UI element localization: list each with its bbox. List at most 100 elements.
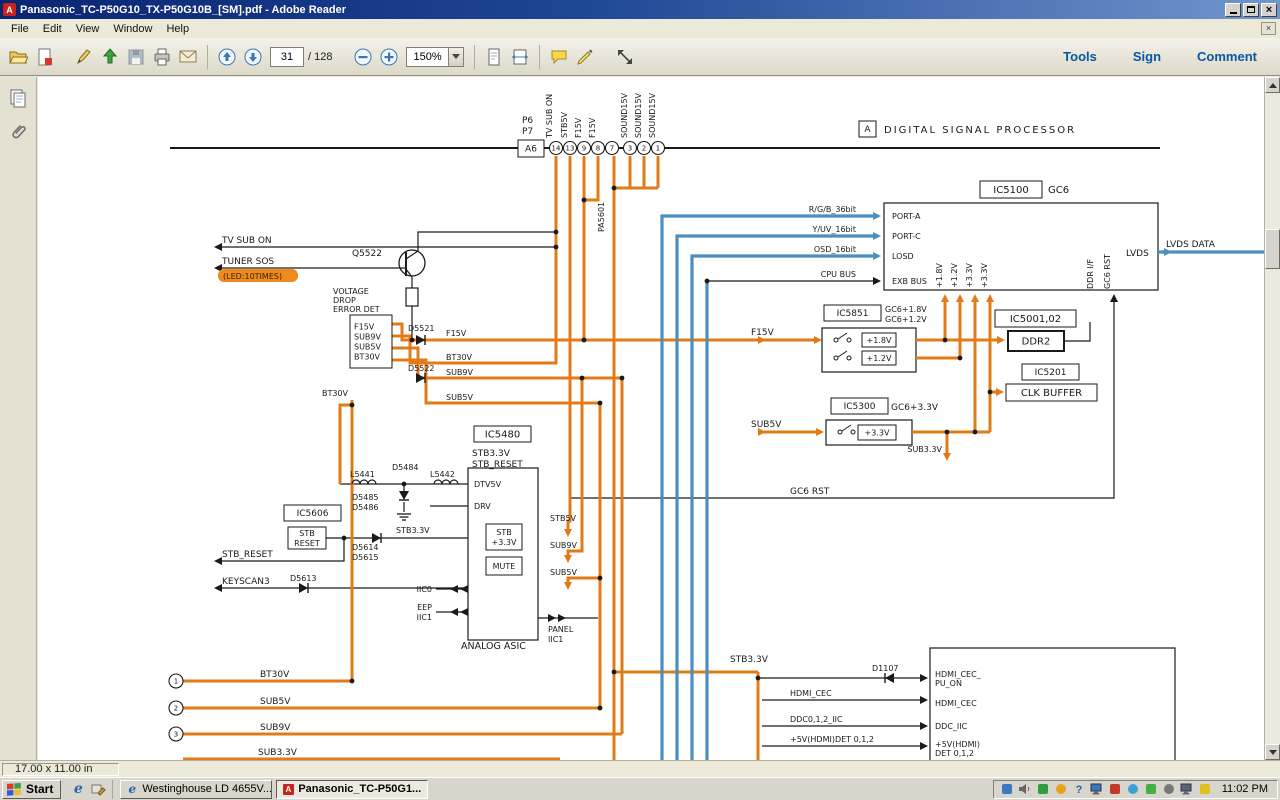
create-pdf-button[interactable] [31,43,57,71]
svg-text:2: 2 [642,145,646,153]
taskbar-tasks: eWestinghouse LD 4655V...APanasonic_TC-P… [120,780,428,799]
open-file-button[interactable] [5,43,31,71]
adobe-reader-icon: A [3,3,16,16]
menu-file[interactable]: File [4,21,36,37]
zoom-out-button[interactable] [350,43,376,71]
svg-text:IC5300: IC5300 [844,402,876,412]
tray-sync-icon[interactable] [1125,781,1141,797]
tray-update-icon[interactable] [1053,781,1069,797]
svg-text:IIC1: IIC1 [548,635,563,644]
taskbar-task-inactive[interactable]: eWestinghouse LD 4655V... [120,780,272,799]
menu-bar: FileEditViewWindowHelp × [0,19,1280,38]
tray-messenger-icon[interactable] [1143,781,1159,797]
email-button[interactable] [175,43,201,71]
menu-edit[interactable]: Edit [36,21,69,37]
svg-text:STB3.3V: STB3.3V [730,655,769,665]
tray-firewall-icon[interactable] [1107,781,1123,797]
page-width-button[interactable] [507,43,533,71]
svg-text:Q5522: Q5522 [352,249,382,259]
highlight-text-button[interactable] [572,43,598,71]
svg-text:P7: P7 [522,127,533,137]
previous-page-button[interactable] [214,43,240,71]
svg-text:8: 8 [596,145,600,153]
restore-icon [1247,6,1255,13]
svg-text:SUB5V: SUB5V [550,568,578,577]
toolbar-separator [474,45,475,69]
svg-text:GC6 RST: GC6 RST [790,487,830,497]
tray-network-icon[interactable] [1089,781,1105,797]
status-bar: 17.00 x 11.00 in [0,760,1280,777]
svg-text:DIGITAL SIGNAL PROCESSOR: DIGITAL SIGNAL PROCESSOR [884,125,1076,136]
svg-text:1: 1 [656,145,660,153]
sign-pen-button[interactable] [71,43,97,71]
svg-text:GC6+3.3V: GC6+3.3V [891,403,939,413]
toolbar-tools-button[interactable]: Tools [1063,49,1097,64]
zoom-in-button[interactable] [376,43,402,71]
svg-text:BT30V: BT30V [446,353,473,362]
fullscreen-button[interactable] [612,43,638,71]
menu-window[interactable]: Window [106,21,159,37]
quicklaunch-show-desktop-button[interactable] [89,780,107,798]
task-label: Panasonic_TC-P50G1... [298,783,421,795]
tray-display-icon[interactable] [1179,781,1195,797]
scrollbar-thumb[interactable] [1265,229,1280,269]
save-button[interactable] [123,43,149,71]
highlight-text-icon [575,47,595,67]
start-button[interactable]: Start [2,780,61,799]
tray-power-icon[interactable] [1197,781,1213,797]
svg-text:LVDS: LVDS [1126,249,1149,259]
svg-text:GC6+1.8V: GC6+1.8V [885,305,927,314]
svg-text:PA5601: PA5601 [597,202,606,232]
quick-launch: e [64,780,113,799]
tray-graphics-icon[interactable] [999,781,1015,797]
create-pdf-icon [34,47,54,67]
svg-text:SOUND15V: SOUND15V [620,92,629,138]
minimize-button[interactable] [1225,3,1241,17]
pdf-canvas[interactable]: A6AIC5100IC5851IC5001,02IC5201IC5300IC54… [38,77,1264,760]
restore-button[interactable] [1243,3,1259,17]
svg-text:LVDS DATA: LVDS DATA [1166,240,1216,250]
taskbar-task-active[interactable]: APanasonic_TC-P50G1... [276,780,428,799]
attachments-button[interactable] [5,118,32,145]
toolbar-sign-button[interactable]: Sign [1133,49,1161,64]
document-close-button[interactable]: × [1261,22,1276,35]
toolbar-comment-button[interactable]: Comment [1197,49,1257,64]
quicklaunch-show-desktop-icon [90,781,106,797]
quicklaunch-ie-button[interactable]: e [69,780,87,798]
svg-text:HDMI_CEC_: HDMI_CEC_ [935,670,982,679]
print-button[interactable] [149,43,175,71]
comment-bubble-button[interactable] [546,43,572,71]
toolbar-separator [207,45,208,69]
page-number-input[interactable] [270,47,304,67]
svg-text:9: 9 [582,145,586,153]
zoom-select[interactable]: 150% [406,47,463,67]
page-fit-button[interactable] [481,43,507,71]
zoom-dropdown-button[interactable] [448,48,463,66]
tray-volume-icon[interactable] [1017,781,1033,797]
menu-help[interactable]: Help [159,21,196,37]
next-page-button[interactable] [240,43,266,71]
tray-scheduler-icon[interactable] [1161,781,1177,797]
svg-text:SOUND15V: SOUND15V [634,92,643,138]
svg-text:EXB BUS: EXB BUS [892,277,927,286]
share-icon [100,47,120,67]
share-button[interactable] [97,43,123,71]
svg-text:IC5100: IC5100 [993,185,1028,196]
sign-pen-icon [74,47,94,67]
svg-text:SUB9V: SUB9V [260,723,291,733]
svg-text:DDR2: DDR2 [1022,337,1051,348]
tray-help-icon[interactable]: ? [1071,781,1087,797]
svg-text:+3.3V: +3.3V [865,428,890,437]
scroll-down-button[interactable] [1265,744,1280,760]
close-button[interactable]: × [1261,3,1277,17]
print-icon [152,47,172,67]
menu-view[interactable]: View [69,21,107,37]
page-thumbnails-button[interactable] [5,84,32,111]
svg-text:CPU BUS: CPU BUS [821,270,856,279]
menu-items: FileEditViewWindowHelp [4,21,196,37]
tray-antivirus-icon[interactable] [1035,781,1051,797]
scroll-up-button[interactable] [1265,77,1280,93]
close-icon: × [1266,5,1272,15]
quicklaunch-ie-icon: e [74,782,83,796]
vertical-scrollbar[interactable] [1264,77,1280,760]
